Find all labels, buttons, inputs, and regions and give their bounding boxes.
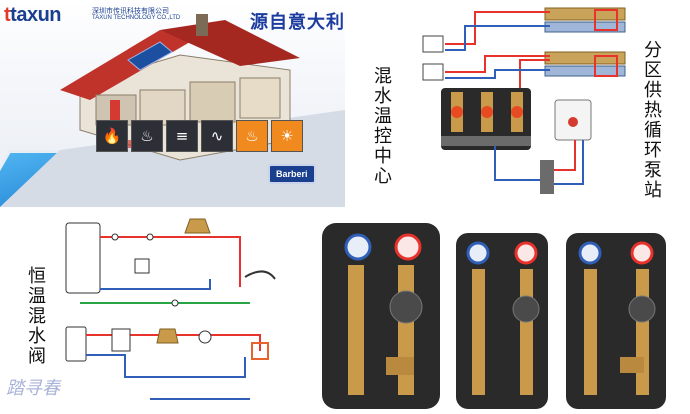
- radiator-top: [422, 35, 444, 53]
- pump-motor-2: [481, 106, 493, 118]
- thermometer-red-icon: [394, 233, 422, 261]
- supply-line-mid: [519, 59, 550, 95]
- thermometer-blue-icon: [466, 241, 490, 265]
- return-line-bottom: [445, 69, 550, 79]
- floor-heating-pipes: [100, 140, 160, 148]
- boiler-indicator-icon: [568, 117, 578, 127]
- expansion-vessel: [134, 258, 150, 274]
- return-line-top: [445, 25, 550, 51]
- pump-header-bar: [441, 136, 531, 146]
- pump-motor-3: [511, 106, 523, 118]
- floor-loop-top: [594, 9, 618, 31]
- slogan: 源自意大利: [250, 12, 345, 33]
- mixing-valve-body: [386, 357, 414, 375]
- boiler-lower: [65, 326, 87, 362]
- separator-supply-line: [554, 140, 576, 171]
- signature-watermark: 踏寻春: [6, 378, 60, 399]
- separator-boiler-return: [554, 140, 584, 185]
- circulation-pump-icon: [198, 330, 212, 344]
- pump-station-diagram: [422, 7, 626, 194]
- radiator-bottom: [422, 63, 444, 81]
- floor-heating-icon: ∿: [201, 120, 233, 152]
- room-kitchen: [189, 81, 236, 123]
- brass-pipe-right: [398, 265, 414, 395]
- thermostatic-mixing-valve: [184, 218, 211, 234]
- valve-icon: [111, 233, 119, 241]
- room-bedroom: [239, 77, 281, 119]
- room-living: [139, 89, 186, 126]
- water-heater-tank: [65, 222, 101, 294]
- roof-right: [160, 20, 300, 66]
- boiler-unit: [110, 100, 120, 120]
- floor-loop-icon: [251, 342, 269, 360]
- mixing-valve-schematic: [65, 218, 276, 400]
- brass-pipe-left: [472, 269, 485, 395]
- fire-icon: 🔥: [96, 120, 128, 152]
- function-icon-row: 🔥 ♨ ≡ ∿ ♨ ☀: [96, 120, 303, 152]
- pump-station-panel: [345, 0, 690, 207]
- zone-pump-station-label: 分区供热循环泵站: [641, 40, 662, 200]
- thermometer-blue-icon: [578, 241, 602, 265]
- hot-supply-line: [100, 236, 241, 287]
- mixing-valve-schematic-panel: [0, 207, 300, 414]
- faucet-icon: [244, 270, 276, 280]
- supply-line-top: [445, 11, 550, 45]
- thermostatic-valve-label: 恒温混水阀: [25, 266, 46, 366]
- circulation-pump-motor: [512, 295, 540, 323]
- chimney: [196, 14, 208, 36]
- brass-pipe-left: [348, 265, 364, 395]
- company-name-cn: 深圳市传讯科技有限公司: [92, 7, 169, 15]
- mixing-valve-body: [620, 357, 644, 373]
- valve-icon: [146, 233, 154, 241]
- house-cutaway-panel: ttaxun 深圳市传讯科技有限公司 TAXUN TECHNOLOGY CO.,…: [0, 0, 345, 207]
- brass-pipe-right: [636, 269, 649, 395]
- pump-station-photos: [300, 207, 690, 414]
- manifold-bottom-return: [544, 65, 626, 77]
- supply-line-bottom: [445, 55, 550, 73]
- thermometer-blue-icon: [344, 233, 372, 261]
- circulation-pump-motor: [628, 295, 656, 323]
- radiator-icon: ≡: [166, 120, 198, 152]
- company-name-en: TAXUN TECHNOLOGY CO.,LTD: [92, 15, 181, 21]
- hot-water-icon: ♨: [236, 120, 268, 152]
- circulation-pump-motor: [389, 290, 423, 324]
- boiler-icon: ♨: [131, 120, 163, 152]
- manifold-bottom-supply: [544, 51, 626, 65]
- valve-icon: [171, 299, 179, 307]
- barberi-brand-badge: Barberi: [268, 164, 316, 184]
- lower-mixing-valve: [156, 328, 179, 344]
- house-illustration: [0, 14, 345, 207]
- thermometer-red-icon: [630, 241, 654, 265]
- brass-pipe-right: [520, 269, 533, 395]
- mixing-control-label: 混水温控中心: [371, 66, 392, 186]
- heating-return-line: [86, 354, 246, 378]
- solar-icon: ☀: [271, 120, 303, 152]
- pump-units-illustration: [322, 223, 666, 409]
- taxun-logo: ttaxun: [4, 4, 62, 26]
- separator-return-line: [494, 146, 540, 181]
- logo-text: taxun: [10, 4, 62, 26]
- cold-feed-line: [100, 279, 211, 290]
- hydraulic-separator: [540, 160, 554, 194]
- pump-unit-1-housing: [322, 223, 440, 409]
- heating-supply-line: [86, 334, 261, 351]
- brass-pipe-left: [584, 269, 597, 395]
- pump-motor-1: [451, 106, 463, 118]
- separator-tank: [111, 328, 131, 352]
- solar-panel: [127, 41, 173, 71]
- floor-loop-bottom: [594, 55, 618, 77]
- thermometer-red-icon: [514, 241, 538, 265]
